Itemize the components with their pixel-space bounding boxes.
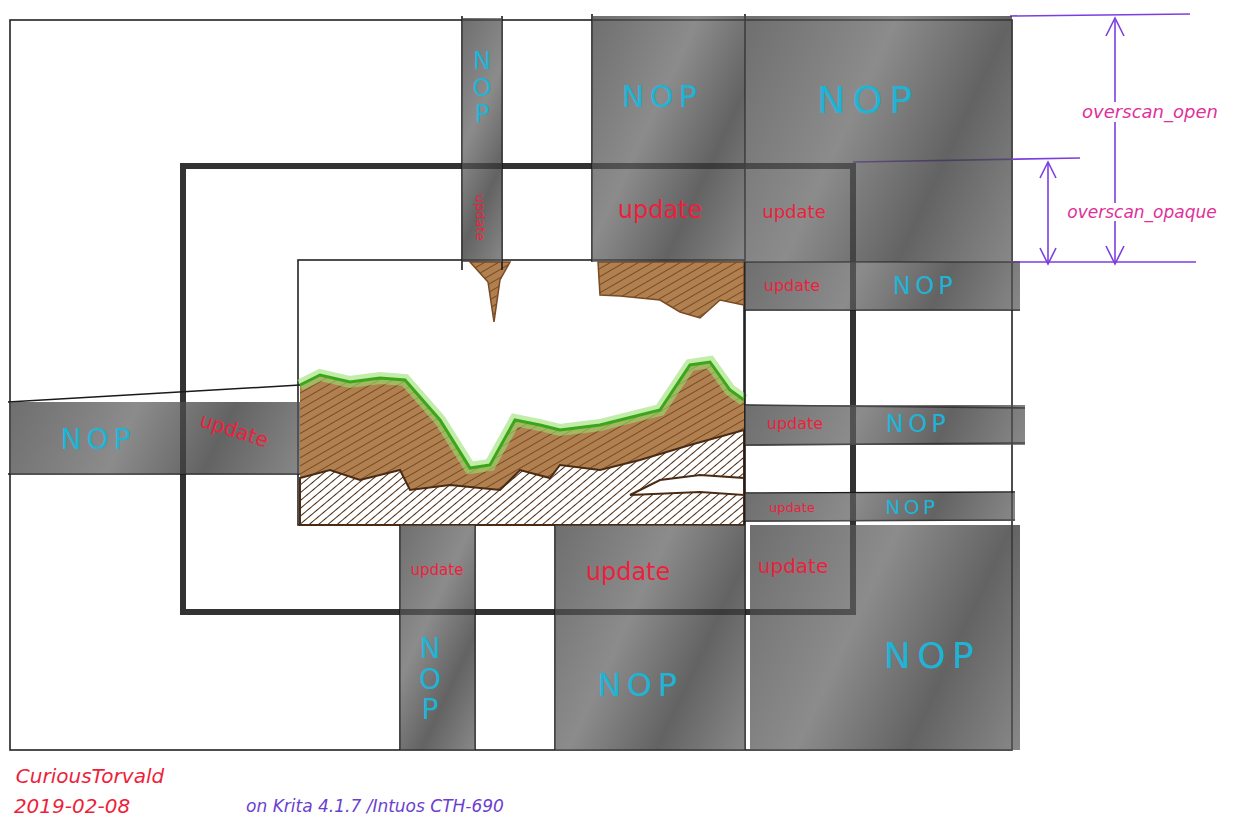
overscan-band: NOP update: [10, 402, 300, 474]
band-edges: [8, 14, 1025, 750]
update-label: update: [762, 203, 825, 221]
nop-label: NOP: [622, 82, 702, 112]
screen-frame: [298, 260, 744, 525]
nop-label: NOP: [884, 638, 980, 674]
update-label: update: [767, 416, 823, 432]
overscan-band: updateNOP: [555, 525, 745, 750]
update-label: update: [475, 194, 488, 240]
nop-label: NOP: [885, 497, 939, 517]
nop-label: NOP: [597, 669, 683, 701]
update-label: update: [411, 563, 464, 578]
nop-label: NOP: [470, 48, 494, 127]
tool-note: on Krita 4.1.7 /Intuos CTH-690: [244, 797, 506, 816]
nop-label: NOP: [61, 426, 136, 454]
update-label: update: [586, 560, 671, 584]
nop-label: NOP: [817, 81, 919, 119]
overscan-band: NOP update: [592, 16, 745, 262]
nop-label: NOP: [416, 634, 444, 726]
nop-label: NOP: [886, 412, 950, 436]
overscan-band: NOP update: [745, 16, 1012, 262]
update-label: update: [197, 410, 270, 451]
overscan-band: updateNOP: [750, 525, 1020, 750]
overscan-band: update NOP: [745, 405, 1025, 445]
overscan-band: update NOP: [745, 493, 1015, 521]
dimension-label: overscan_open: [1080, 102, 1220, 122]
overscan-band: NOP update: [462, 18, 502, 262]
dimension-label: overscan_opaque: [1065, 203, 1218, 222]
date-note: 2019-02-08: [12, 795, 132, 817]
terrain: [300, 262, 744, 525]
update-label: update: [764, 278, 820, 294]
author-signature: CuriousTorvald: [14, 765, 166, 787]
nop-label: NOP: [893, 274, 957, 298]
update-label: update: [618, 198, 703, 222]
overscan-band: update NOP: [745, 262, 1020, 310]
overscan-band: updateNOP: [400, 525, 475, 750]
update-label: update: [758, 556, 828, 576]
update-label: update: [769, 501, 815, 514]
